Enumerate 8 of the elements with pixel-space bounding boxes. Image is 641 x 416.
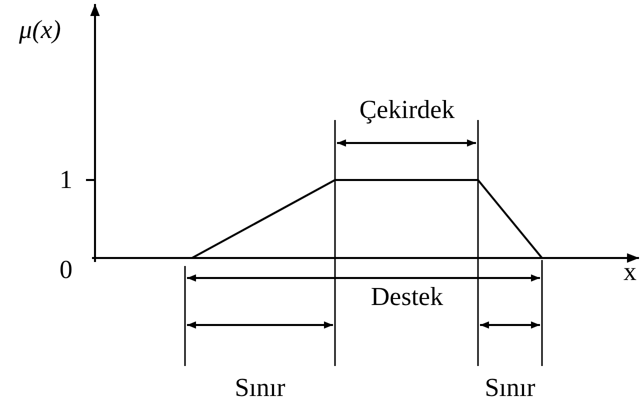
tick-label: 0 [60,255,72,285]
tick-label: 1 [60,165,72,195]
axis-label: μ(x) [19,15,61,45]
axis-label: x [624,257,636,287]
dimension-label: Sınır [484,373,536,403]
dimension-label: Destek [370,282,444,312]
dimension-label: Sınır [234,373,286,403]
dimension-label: Çekirdek [359,95,455,125]
